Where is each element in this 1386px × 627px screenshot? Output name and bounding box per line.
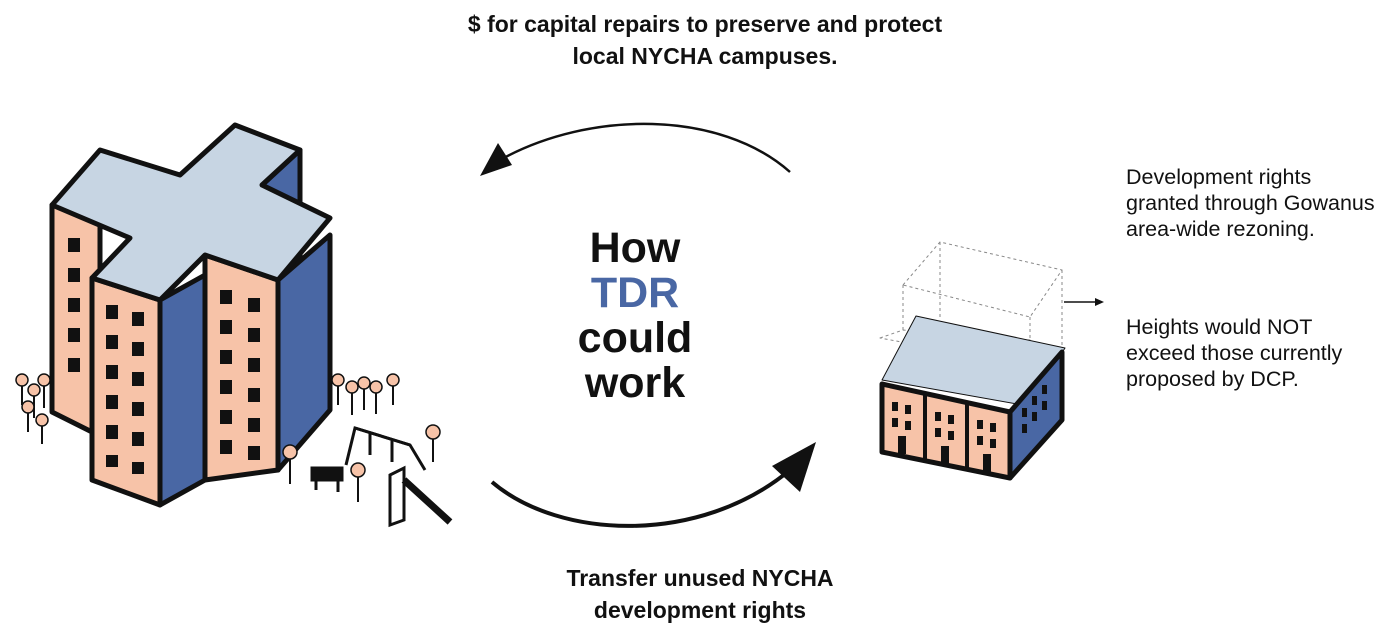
nycha-tower-illustration	[49, 122, 333, 508]
heights-note: Heights would NOT exceed those currently…	[1126, 315, 1343, 391]
bottom-caption: Transfer unused NYCHA development rights	[440, 562, 960, 626]
center-title: How TDR could work	[520, 226, 750, 406]
top-caption: $ for capital repairs to preserve and pr…	[300, 8, 1110, 72]
top-cycle-arrow	[480, 122, 791, 176]
bottom-caption-line1: Transfer unused NYCHA	[566, 565, 834, 591]
trees-left	[15, 373, 51, 444]
center-title-line3: could	[577, 314, 693, 362]
top-caption-line2-rest: NYCHA campuses.	[624, 43, 838, 69]
playground	[310, 426, 453, 528]
bottom-cycle-arrow	[490, 442, 816, 528]
top-caption-emphasis: local	[572, 43, 625, 69]
tower-windows	[68, 238, 260, 474]
center-title-line2: TDR	[590, 269, 680, 317]
top-caption-line1: $ for capital repairs to preserve and pr…	[467, 11, 943, 37]
development-rights-note: Development rights granted through Gowan…	[1126, 165, 1375, 241]
top-caption-line2: local NYCHA campuses.	[300, 40, 1110, 72]
bottom-caption-line2: development rights	[593, 597, 807, 623]
receiving-building-illustration	[879, 241, 1104, 481]
center-title-line1: How	[589, 224, 681, 272]
trees-right	[282, 373, 441, 502]
center-title-line4: work	[584, 359, 686, 407]
